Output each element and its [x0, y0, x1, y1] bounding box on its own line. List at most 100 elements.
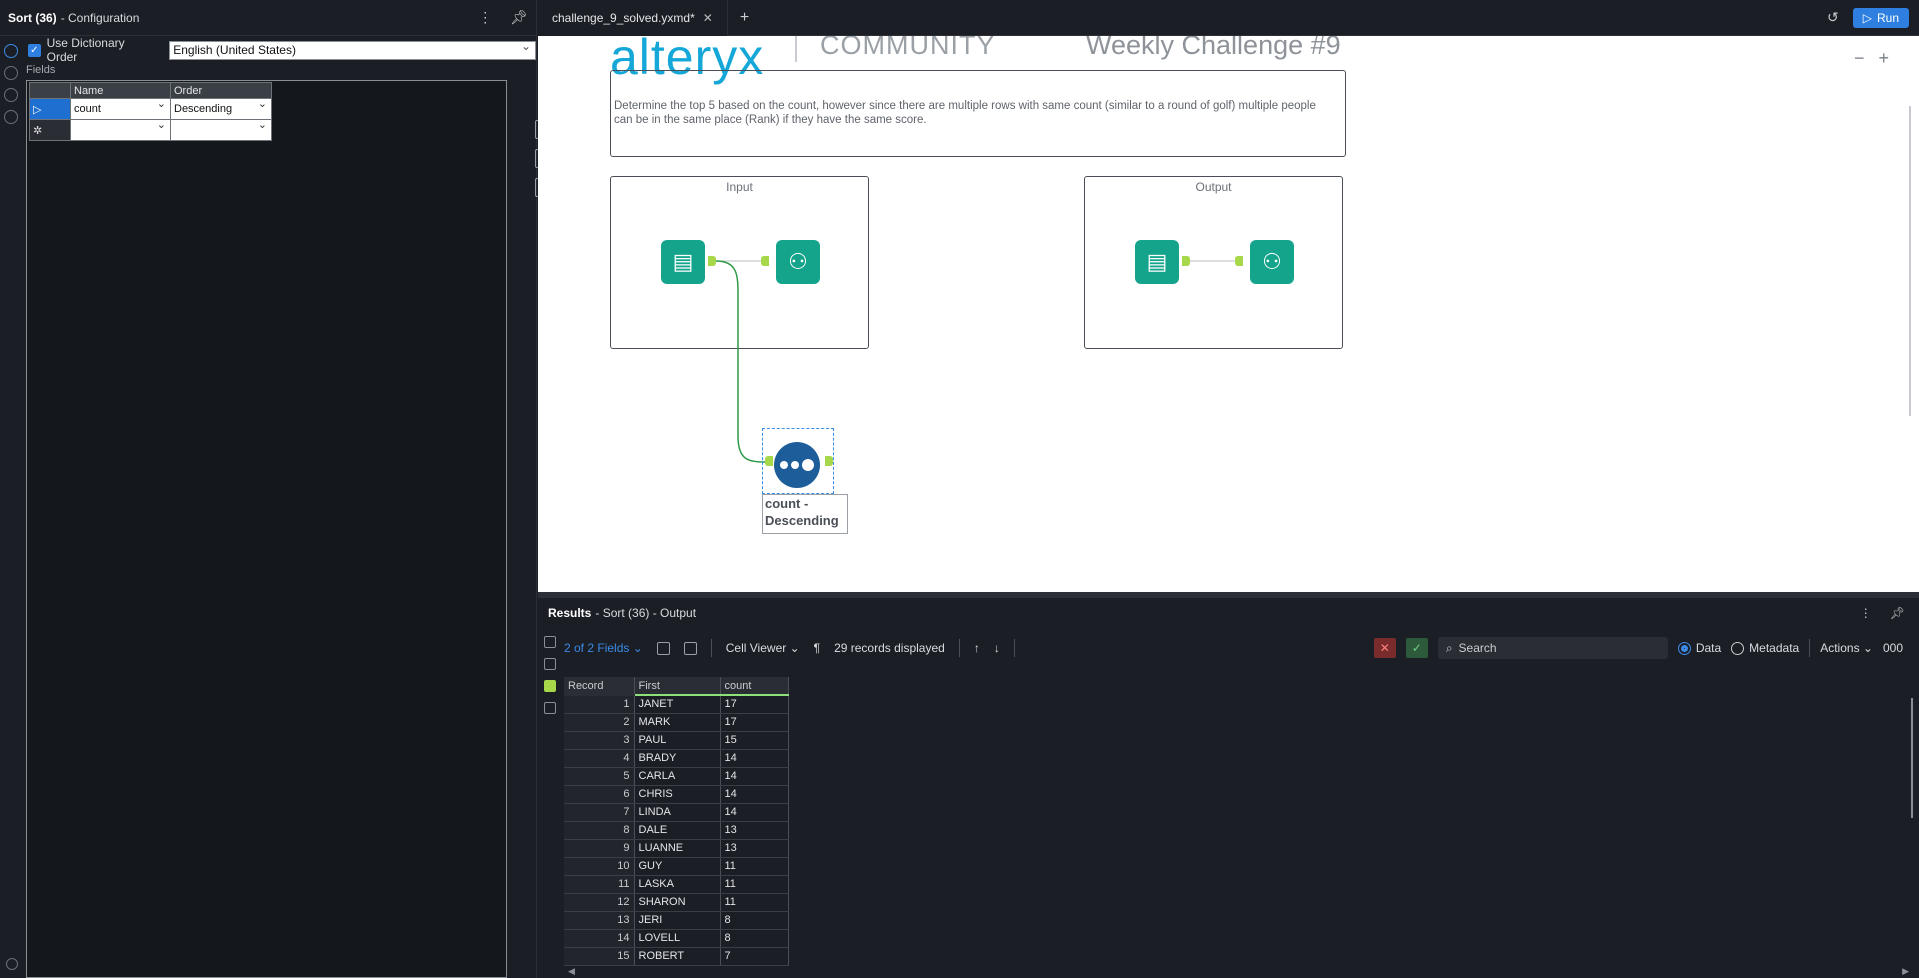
history-icon[interactable]: ↺: [1827, 9, 1839, 25]
more-options-icon[interactable]: ⋮: [1859, 606, 1872, 620]
count-cell[interactable]: 14: [720, 749, 789, 768]
column-header-record[interactable]: Record: [564, 677, 635, 696]
description-comment-box[interactable]: Determine the top 5 based on the count, …: [610, 70, 1346, 157]
more-options-icon[interactable]: ⋮: [478, 9, 493, 25]
input-data-tool-icon[interactable]: ▤: [1135, 240, 1179, 284]
record-cell[interactable]: 11: [564, 875, 635, 894]
count-cell[interactable]: 8: [720, 911, 789, 930]
field-order-select[interactable]: [170, 119, 272, 141]
count-cell[interactable]: 7: [720, 947, 789, 966]
close-tab-icon[interactable]: ✕: [702, 10, 713, 25]
record-cell[interactable]: 4: [564, 749, 635, 768]
count-cell[interactable]: 15: [720, 731, 789, 750]
tag-icon[interactable]: [4, 88, 18, 102]
clear-filter-button[interactable]: ✕: [1373, 638, 1396, 658]
first-cell[interactable]: LOVELL: [634, 929, 721, 948]
sort-tool-selection[interactable]: [762, 428, 834, 494]
fields-selector[interactable]: 2 of 2 Fields ⌄: [564, 641, 643, 655]
scroll-left-icon[interactable]: ◀: [568, 966, 575, 976]
record-cell[interactable]: 8: [564, 821, 635, 840]
output-anchor[interactable]: [1182, 256, 1190, 266]
first-cell[interactable]: BRADY: [634, 749, 721, 768]
info-icon[interactable]: [544, 702, 556, 714]
record-cell[interactable]: 5: [564, 767, 635, 786]
canvas-scrollbar[interactable]: [1909, 106, 1911, 416]
first-cell[interactable]: LINDA: [634, 803, 721, 822]
data-radio[interactable]: Data: [1677, 641, 1721, 656]
run-button[interactable]: ▷ Run: [1852, 7, 1909, 28]
first-cell[interactable]: ROBERT: [634, 947, 721, 966]
input-data-tool-icon[interactable]: ▤: [661, 240, 705, 284]
input-anchor[interactable]: [1235, 256, 1243, 266]
record-cell[interactable]: 9: [564, 839, 635, 858]
new-row-icon[interactable]: ✲: [29, 119, 71, 141]
record-cell[interactable]: 3: [564, 731, 635, 750]
count-cell[interactable]: 14: [720, 803, 789, 822]
first-cell[interactable]: JERI: [634, 911, 721, 930]
count-cell[interactable]: 17: [720, 713, 789, 732]
first-cell[interactable]: LASKA: [634, 875, 721, 894]
first-cell[interactable]: PAUL: [634, 731, 721, 750]
zoom-out-icon[interactable]: −: [1853, 48, 1865, 68]
sort-output-anchor[interactable]: [825, 456, 833, 466]
field-order-select[interactable]: Descending: [170, 98, 272, 120]
workflow-canvas[interactable]: alteryx COMMUNITY Weekly Challenge #9 − …: [538, 36, 1919, 592]
count-cell[interactable]: 11: [720, 857, 789, 876]
count-cell[interactable]: 17: [720, 695, 789, 714]
search-input[interactable]: ⌕ Search: [1437, 637, 1668, 659]
use-dictionary-checkbox[interactable]: ✓: [28, 43, 41, 57]
count-cell[interactable]: 13: [720, 821, 789, 840]
cell-viewer-dropdown[interactable]: Cell Viewer ⌄: [725, 641, 800, 655]
output-anchor-icon[interactable]: [544, 680, 556, 692]
output-container[interactable]: Output: [1084, 176, 1343, 349]
paragraph-icon[interactable]: ¶: [813, 641, 821, 655]
first-cell[interactable]: CARLA: [634, 767, 721, 786]
count-cell[interactable]: 11: [720, 893, 789, 912]
count-cell[interactable]: 14: [720, 785, 789, 804]
count-cell[interactable]: 11: [720, 875, 789, 894]
record-cell[interactable]: 13: [564, 911, 635, 930]
annotation-icon[interactable]: [4, 66, 18, 80]
column-header-first[interactable]: First: [634, 677, 721, 696]
record-cell[interactable]: 1: [564, 695, 635, 714]
pin-icon[interactable]: 📌︎: [510, 9, 528, 25]
arrow-down-icon[interactable]: ↓: [993, 641, 1000, 655]
table-view-icon[interactable]: [544, 658, 556, 670]
pin-icon[interactable]: 📌︎: [1889, 606, 1905, 620]
configuration-icon[interactable]: [4, 44, 18, 58]
results-horizontal-scrollbar[interactable]: ◀ ▶: [568, 966, 1909, 976]
browse-tool-icon[interactable]: ⚇: [776, 240, 820, 284]
first-cell[interactable]: JANET: [634, 695, 721, 714]
count-cell[interactable]: 14: [720, 767, 789, 786]
record-cell[interactable]: 6: [564, 785, 635, 804]
arrow-up-icon[interactable]: ↑: [973, 641, 980, 655]
record-cell[interactable]: 10: [564, 857, 635, 876]
record-cell[interactable]: 12: [564, 893, 635, 912]
record-cell[interactable]: 2: [564, 713, 635, 732]
output-anchor[interactable]: [708, 256, 716, 266]
scroll-right-icon[interactable]: ▶: [1902, 966, 1909, 976]
apply-filter-button[interactable]: ✓: [1405, 638, 1428, 658]
metadata-radio[interactable]: Metadata: [1731, 641, 1799, 656]
help-icon[interactable]: [4, 110, 18, 124]
first-cell[interactable]: SHARON: [634, 893, 721, 912]
sort-input-anchor[interactable]: [765, 456, 773, 466]
browse-tool-icon[interactable]: ⚇: [1250, 240, 1294, 284]
count-cell[interactable]: 13: [720, 839, 789, 858]
row-selector-icon[interactable]: ▷: [29, 98, 71, 120]
input-container[interactable]: Input: [610, 176, 869, 349]
dictionary-select[interactable]: English (United States): [169, 39, 536, 60]
results-scrollbar[interactable]: [1911, 698, 1913, 818]
record-cell[interactable]: 14: [564, 929, 635, 948]
